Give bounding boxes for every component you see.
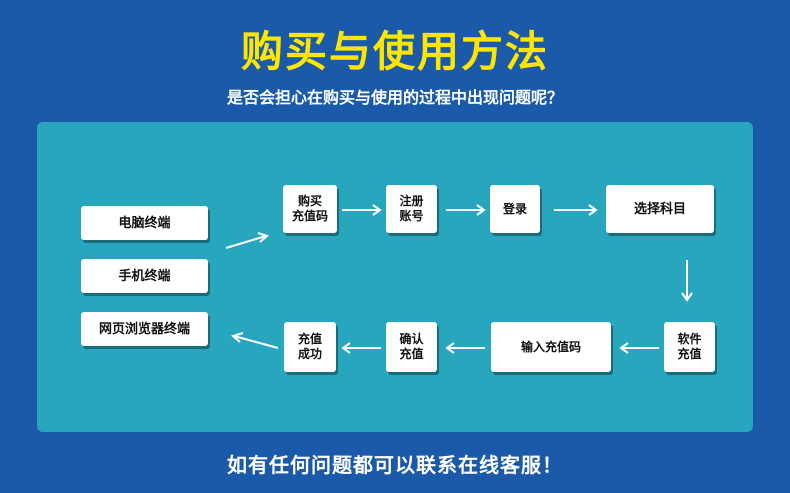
arrow-right-3 bbox=[554, 204, 598, 216]
step-enter-code: 输入充值码 bbox=[491, 322, 611, 372]
step-register: 注册 账号 bbox=[386, 185, 437, 233]
footer-contact-text: 如有任何问题都可以联系在线客服！ bbox=[227, 453, 563, 477]
arrow-left-2 bbox=[445, 342, 485, 354]
arrow-down bbox=[681, 260, 693, 302]
terminal-web-browser: 网页浏览器终端 bbox=[81, 312, 208, 346]
step-software-recharge: 软件 充值 bbox=[664, 322, 715, 372]
step-confirm-recharge: 确认 充值 bbox=[386, 322, 437, 372]
arrow-terminals-to-buy bbox=[225, 232, 269, 249]
step-login: 登录 bbox=[490, 185, 540, 233]
page-subtitle: 是否会担心在购买与使用的过程中出现问题呢？ bbox=[226, 88, 563, 107]
arrow-right-2 bbox=[446, 204, 486, 216]
arrow-right-1 bbox=[342, 204, 382, 216]
arrow-left-3 bbox=[341, 342, 381, 354]
terminal-mobile: 手机终端 bbox=[81, 259, 208, 293]
page-title: 购买与使用方法 bbox=[240, 27, 549, 76]
step-recharge-success: 充值 成功 bbox=[284, 322, 336, 372]
step-buy-code: 购买 充值码 bbox=[283, 185, 337, 233]
arrow-left-1 bbox=[619, 342, 659, 354]
arrow-success-to-terminals bbox=[230, 332, 279, 349]
terminal-computer: 电脑终端 bbox=[81, 206, 208, 240]
step-select-subject: 选择科目 bbox=[606, 185, 714, 233]
